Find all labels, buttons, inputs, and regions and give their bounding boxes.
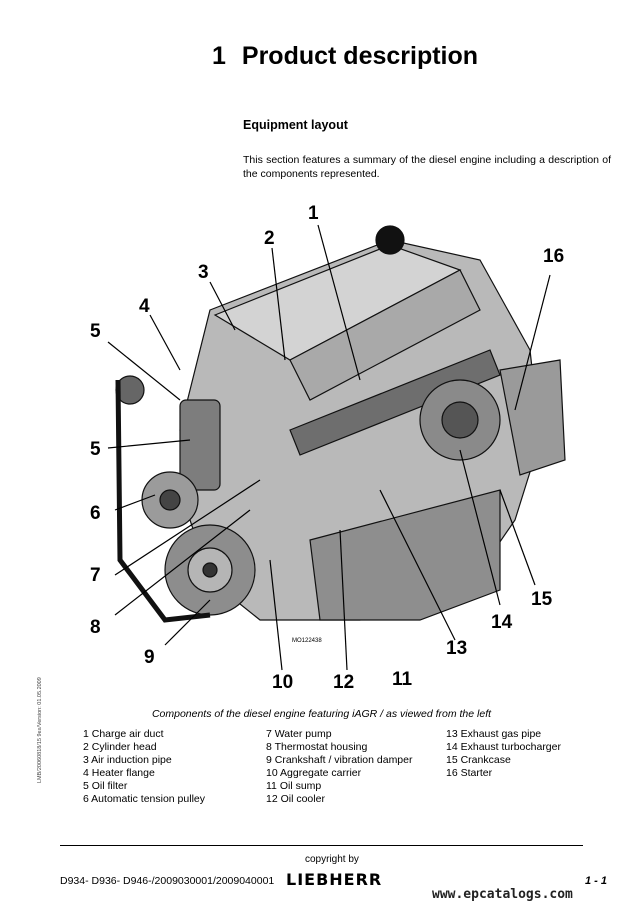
legend-column-1: 1 Charge air duct 2 Cylinder head 3 Air … xyxy=(83,728,205,806)
legend-item: 13 Exhaust gas pipe xyxy=(446,728,542,740)
copyright-text: copyright by xyxy=(305,854,359,865)
callout-14: 14 xyxy=(491,612,513,633)
callout-15: 15 xyxy=(531,589,553,610)
legend-item: 16 Starter xyxy=(446,767,493,779)
callout-5b: 5 xyxy=(90,439,101,460)
intro-paragraph: This section features a summary of the d… xyxy=(243,154,611,180)
legend-item: 14 Exhaust turbocharger xyxy=(446,741,561,753)
watermark: www.epcatalogs.com xyxy=(432,887,573,902)
callout-16: 16 xyxy=(543,246,565,267)
legend-item: 9 Crankshaft / vibration damper xyxy=(266,754,413,766)
page-title: 1 Product description xyxy=(212,42,478,71)
page-number: 1 - 1 xyxy=(585,875,608,887)
legend-item: 7 Water pump xyxy=(266,728,332,740)
callout-8: 8 xyxy=(90,617,101,638)
legend-item: 5 Oil filter xyxy=(83,780,128,792)
callout-2: 2 xyxy=(264,228,275,249)
legend-column-3: 13 Exhaust gas pipe 14 Exhaust turbochar… xyxy=(446,728,561,780)
legend-column-2: 7 Water pump 8 Thermostat housing 9 Cran… xyxy=(266,728,413,806)
section-heading: Equipment layout xyxy=(243,118,348,132)
callout-10: 10 xyxy=(272,672,294,693)
callout-12: 12 xyxy=(333,672,355,693)
legend-item: 1 Charge air duct xyxy=(83,728,164,740)
legend-item: 4 Heater flange xyxy=(83,767,155,779)
chapter-title: Product description xyxy=(241,42,479,70)
callout-3: 3 xyxy=(198,262,209,283)
callout-9: 9 xyxy=(144,647,155,668)
legend-item: 8 Thermostat housing xyxy=(266,741,368,753)
figure-caption: Components of the diesel engine featurin… xyxy=(151,708,492,720)
side-version-text: LMB/20060818/15 9ex/Version: 01.05.2009 xyxy=(37,677,43,783)
legend-item: 10 Aggregate carrier xyxy=(266,767,362,779)
chapter-number: 1 xyxy=(212,42,226,70)
legend-item: 12 Oil cooler xyxy=(266,793,325,805)
legend-item: 15 Crankcase xyxy=(446,754,511,766)
callout-5a: 5 xyxy=(90,321,101,342)
legend-item: 2 Cylinder head xyxy=(83,741,157,753)
callout-4: 4 xyxy=(139,296,150,317)
brand-logo: LIEBHERR xyxy=(286,870,383,889)
callout-6: 6 xyxy=(90,503,101,524)
callout-13: 13 xyxy=(446,638,468,659)
footer-divider xyxy=(60,845,583,846)
legend-item: 11 Oil sump xyxy=(266,780,322,792)
model-numbers: D934- D936- D946-/2009030001/2009040001 xyxy=(60,875,275,887)
figure-code: MO122438 xyxy=(292,638,322,644)
engine-figure: MO122438 1 2 3 4 5 5 6 7 8 9 10 12 11 13… xyxy=(60,200,590,705)
callout-7: 7 xyxy=(90,565,101,586)
legend-item: 3 Air induction pipe xyxy=(83,754,172,766)
engine-illustration xyxy=(107,224,566,671)
legend-item: 6 Automatic tension pulley xyxy=(83,793,205,805)
callout-11: 11 xyxy=(392,669,413,690)
callout-1: 1 xyxy=(308,203,319,224)
